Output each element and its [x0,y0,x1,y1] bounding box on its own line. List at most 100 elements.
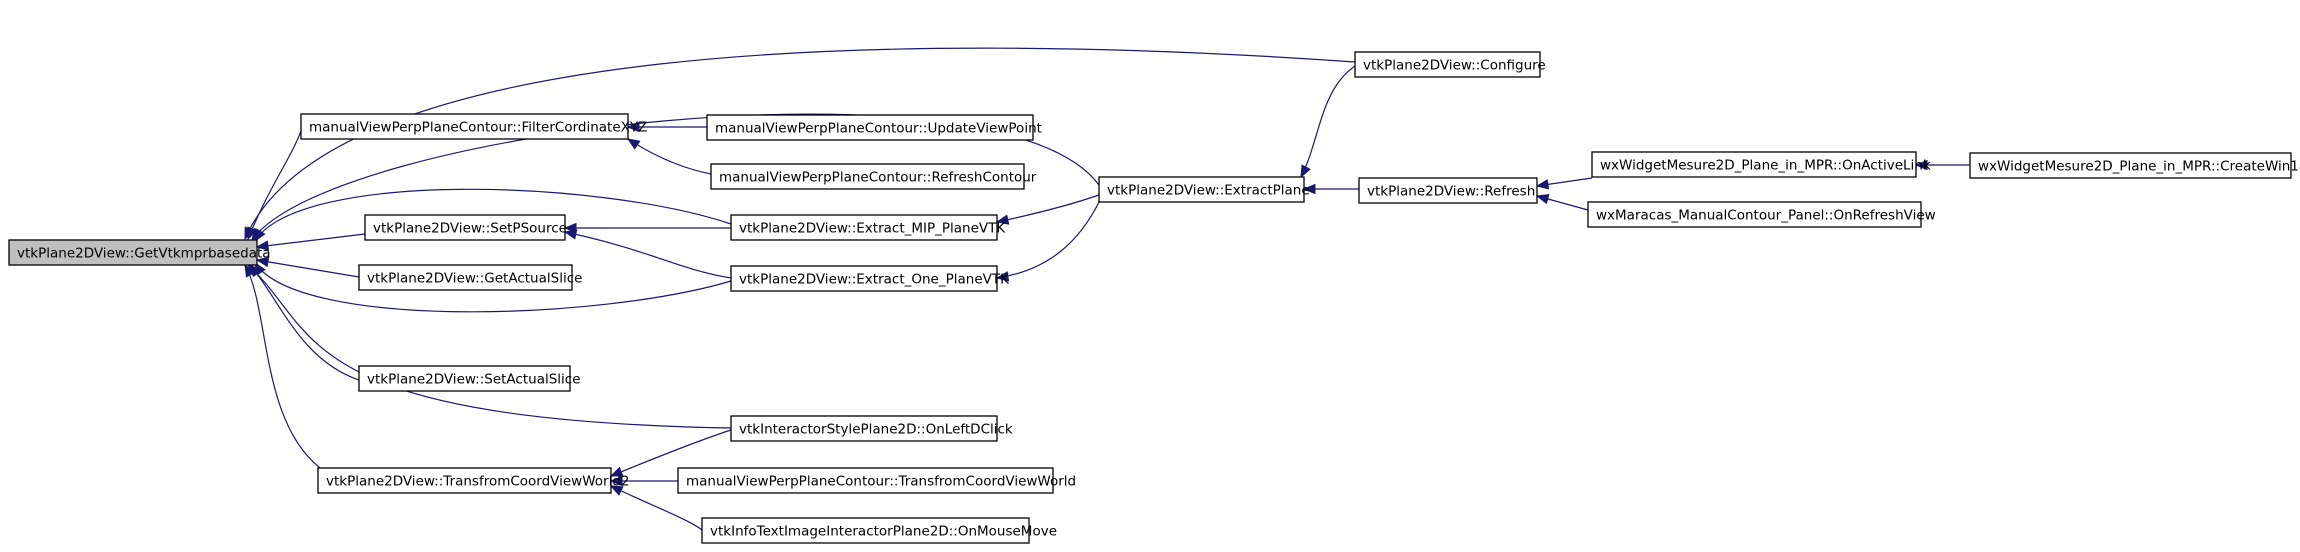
edge-line [249,264,360,381]
node-box[interactable] [1354,51,1541,78]
graph-node[interactable]: manualViewPerpPlaneContour::FilterCordin… [300,113,647,140]
graph-node[interactable]: vtkPlane2DView::Configure [1354,51,1546,78]
arrowhead-icon [609,485,624,496]
arrowhead-icon [1535,193,1550,205]
edge-n13-to-n10 [563,229,732,279]
edge-n17-to-n16 [609,475,678,487]
edge-line [996,194,1100,223]
edge-n11-to-n0 [254,188,732,243]
node-label: vtkPlane2DView::SetActualSlice [367,372,581,388]
graph-root-node[interactable]: vtkPlane2DView::GetVtkmprbasedata [8,239,271,266]
arrowhead-icon [1302,183,1316,195]
node-label: vtkPlane2DView::Refresh [1367,184,1535,200]
arrowhead-icon [626,138,641,150]
edge-n1-to-n5 [1300,65,1356,179]
graph-node[interactable]: vtkPlane2DView::ExtractPlane [1098,176,1310,203]
arrowhead-icon [563,229,578,240]
node-box[interactable] [364,214,566,241]
node-box[interactable] [710,163,1025,190]
node-label: vtkPlane2DView::TransfromCoordViewWorld2 [326,474,630,490]
node-box[interactable] [358,365,571,392]
edge-line [1300,65,1356,178]
node-label: wxMaracas_ManualContour_Panel::OnRefresh… [1596,208,1936,224]
edge-line [254,262,732,313]
node-label: vtkPlane2DView::Extract_One_PlaneVTK [739,272,1010,288]
graph-node[interactable]: manualViewPerpPlaneContour::RefreshConto… [710,163,1037,190]
edge-line [610,485,703,531]
edge-line [247,130,302,240]
edge-n6-to-n5 [1302,183,1359,195]
node-label: vtkInteractorStylePlane2D::OnLeftDClick [739,422,1013,438]
edge-line [996,201,1100,279]
graph-node[interactable]: vtkPlane2DView::TransfromCoordViewWorld2 [317,467,630,494]
arrowhead-icon [1914,159,1928,171]
arrowhead-icon [626,121,640,133]
edge-line [247,264,732,429]
edge-line [564,231,732,279]
arrowhead-icon [1535,179,1550,190]
graph-node[interactable]: vtkPlane2DView::GetActualSlice [358,264,582,291]
node-box[interactable] [701,517,1030,544]
node-label: manualViewPerpPlaneContour::UpdateViewPo… [715,121,1042,137]
graph-node[interactable]: manualViewPerpPlaneContour::TransfromCoo… [677,467,1076,494]
arrowhead-icon [254,228,266,243]
graph-node[interactable]: vtkPlane2DView::Refresh [1358,177,1538,204]
graph-node[interactable]: vtkPlane2DView::SetPSource [364,214,567,241]
node-label: vtkPlane2DView::GetVtkmprbasedata [17,246,271,262]
edge-line [256,259,360,278]
node-label: vtkPlane2DView::GetActualSlice [367,271,582,287]
node-layer: vtkPlane2DView::GetVtkmprbasedatavtkPlan… [8,51,2300,544]
edge-line [610,429,732,477]
arrowhead-icon [609,475,623,487]
arrowhead-icon [255,240,270,251]
graph-node[interactable]: vtkInteractorStylePlane2D::OnLeftDClick [730,415,1013,442]
node-label: vtkPlane2DView::Extract_MIP_PlaneVTK [739,221,1006,237]
edge-n9-to-n6 [1535,193,1589,211]
node-label: wxWidgetMesure2D_Plane_in_MPR::CreateWin… [1978,159,2300,175]
graph-node[interactable]: wxWidgetMesure2D_Plane_in_MPR::CreateWin… [1969,152,2300,179]
graph-node[interactable]: wxMaracas_ManualContour_Panel::OnRefresh… [1587,201,1936,228]
node-box[interactable] [317,467,612,494]
edge-n5-to-n13 [995,201,1100,282]
node-box[interactable] [1587,201,1922,228]
edge-n8-to-n7 [1914,159,1970,171]
arrowhead-icon [995,214,1010,225]
node-box[interactable] [677,467,1054,494]
node-label: wxWidgetMesure2D_Plane_in_MPR::OnActiveL… [1600,158,1931,174]
edge-n10-to-n0 [255,233,366,251]
edge-layer [244,47,1970,531]
node-box[interactable] [730,265,998,292]
node-box[interactable] [358,264,573,291]
arrowhead-icon [255,256,270,268]
graph-node[interactable]: vtkPlane2DView::Extract_One_PlaneVTK [730,265,1010,292]
graph-node[interactable]: vtkInfoTextImageInteractorPlane2D::OnMou… [701,517,1057,544]
graph-node[interactable]: vtkPlane2DView::Extract_MIP_PlaneVTK [730,214,1006,241]
arrowhead-icon [609,466,624,477]
edge-n4-to-n2 [626,138,712,175]
edge-n16-to-n0 [244,263,321,469]
edge-line [256,233,366,248]
node-box[interactable] [1098,176,1305,203]
node-box[interactable] [1591,151,1917,178]
edge-n3-to-n2 [626,121,707,133]
edge-line [254,188,732,242]
node-box[interactable] [8,239,258,266]
arrowhead-icon [995,271,1010,282]
node-label: vtkPlane2DView::ExtractPlane [1107,183,1310,199]
edge-n12-to-n0 [255,256,360,278]
graph-node[interactable]: manualViewPerpPlaneContour::UpdateViewPo… [706,114,1042,141]
node-box[interactable] [1358,177,1538,204]
arrowhead-icon [244,263,256,278]
node-box[interactable] [706,114,1034,141]
node-box[interactable] [1969,152,2292,179]
graph-node[interactable]: vtkPlane2DView::SetActualSlice [358,365,581,392]
arrowhead-icon [1300,164,1311,179]
node-box[interactable] [300,113,629,140]
edge-line [244,47,1356,240]
graph-node[interactable]: wxWidgetMesure2D_Plane_in_MPR::OnActiveL… [1591,151,1931,178]
node-box[interactable] [730,415,998,442]
node-label: manualViewPerpPlaneContour::FilterCordin… [309,120,647,136]
node-label: vtkInfoTextImageInteractorPlane2D::OnMou… [710,524,1057,540]
node-box[interactable] [730,214,998,241]
